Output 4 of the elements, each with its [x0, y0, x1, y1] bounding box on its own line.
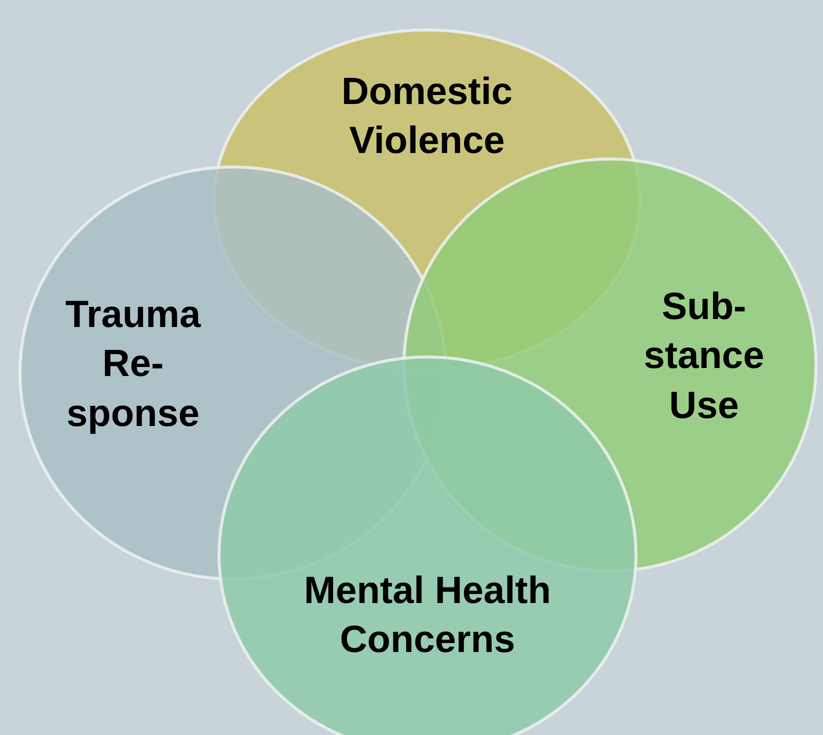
- circle-label: Mental Health Concerns: [302, 569, 552, 664]
- circle-label: Trauma Re- sponse: [64, 293, 202, 437]
- circle-label: Sub- stance Use: [642, 285, 766, 429]
- circle-label: Domestic Violence: [340, 70, 514, 164]
